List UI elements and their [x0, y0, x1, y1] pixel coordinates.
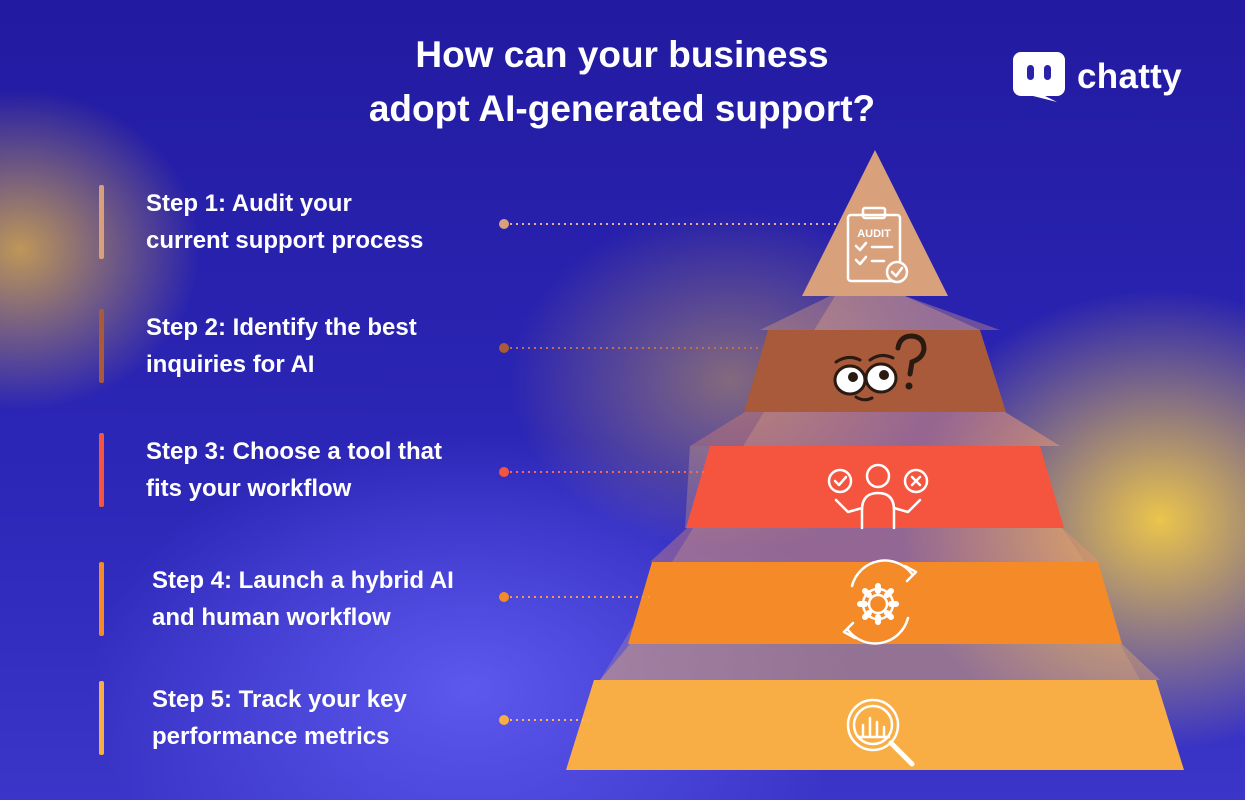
- pyramid-ribbon-band-4: [600, 644, 1160, 680]
- title-line-2: adopt AI-generated support?: [368, 88, 876, 129]
- connector-4: [499, 592, 650, 602]
- step-3-bar: [99, 433, 104, 507]
- step-5-label: Step 5: Track your key performance metri…: [152, 686, 407, 750]
- step-4: Step 4: Launch a hybrid AI and human wor…: [99, 562, 454, 636]
- step-5-bar: [99, 681, 104, 755]
- pyramid-layer-4: [628, 562, 1122, 644]
- audit-clipboard-icon: [846, 206, 909, 284]
- step-3-label: Step 3: Choose a tool that fits your wor…: [146, 438, 443, 502]
- audit-icon-text: AUDIT: [857, 228, 891, 240]
- pyramid-layer-5: [566, 680, 1184, 770]
- step-2-bar: [99, 309, 104, 383]
- step-3: Step 3: Choose a tool that fits your wor…: [99, 433, 442, 507]
- magnifier-chart-icon: [846, 698, 915, 767]
- logo-name: chatty: [1077, 57, 1182, 96]
- connector-5: [499, 715, 590, 725]
- title-line-1: How can your business: [415, 34, 829, 75]
- step-1: Step 1: Audit your current support proce…: [99, 185, 423, 259]
- connector-3: [499, 467, 705, 477]
- chatty-logo: chatty: [1013, 52, 1182, 102]
- step-2: Step 2: Identify the best inquiries for …: [99, 309, 417, 383]
- chat-bubble-icon: [1013, 52, 1065, 102]
- step-2-label: Step 2: Identify the best inquiries for …: [146, 314, 417, 378]
- connector-1: [499, 219, 840, 229]
- thinking-face-question-icon: [833, 333, 927, 402]
- gear-sync-icon: [842, 559, 918, 645]
- page-title: How can your business adopt AI-generated…: [322, 28, 922, 136]
- pyramid-layer-1: [802, 150, 948, 296]
- pyramid-ribbon-band-1: [760, 296, 1000, 330]
- step-1-bar: [99, 185, 104, 259]
- step-5: Step 5: Track your key performance metri…: [99, 681, 407, 755]
- pyramid-ribbon-band-3: [650, 528, 1100, 562]
- step-1-label: Step 1: Audit your current support proce…: [146, 190, 424, 254]
- connector-2: [499, 343, 760, 353]
- person-decision-icon: [827, 463, 929, 530]
- pyramid-ribbon-band-2: [690, 412, 1060, 446]
- step-4-label: Step 4: Launch a hybrid AI and human wor…: [152, 567, 454, 631]
- step-4-bar: [99, 562, 104, 636]
